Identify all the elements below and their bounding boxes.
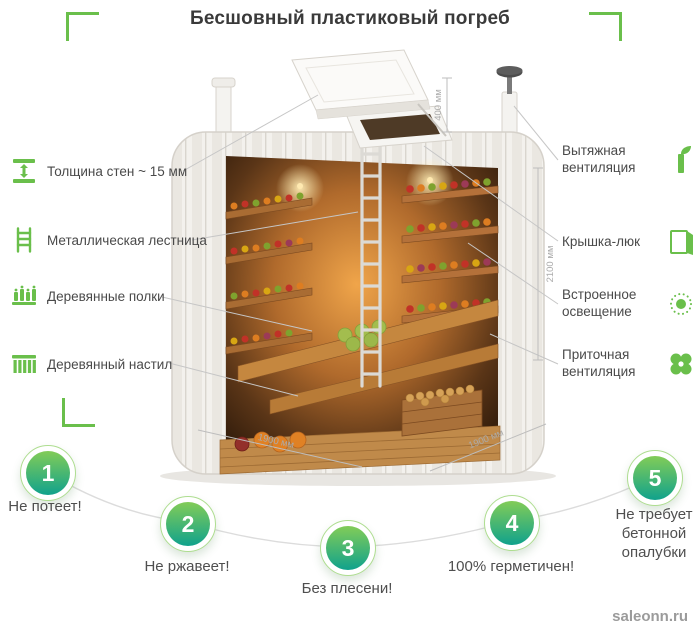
benefit-circle-4: 4	[484, 495, 540, 551]
supply-pipe	[496, 66, 523, 143]
wall-thickness-icon	[10, 158, 38, 184]
corner-bracket-top-left	[66, 12, 99, 41]
cellar-illustration-svg	[160, 49, 556, 486]
interior-lamp	[297, 183, 303, 189]
feature-label: Деревянные полки	[47, 288, 165, 304]
feature-built-in-lighting: Встроенное освещение	[562, 287, 695, 321]
cellar-lid	[291, 49, 447, 137]
feature-supply-ventilation: Приточная вентиляция	[562, 347, 695, 381]
interior-lamp	[427, 177, 433, 183]
supply-ventilation-icon	[667, 350, 695, 378]
benefit-number: 2	[166, 502, 210, 546]
feature-label: Деревянный настил	[47, 356, 173, 372]
benefit-label-2: Не ржавеет!	[144, 558, 230, 575]
benefit-label-1: Не потеет!	[8, 498, 82, 515]
feature-metal-ladder: Металлическая лестница	[10, 227, 207, 253]
watermark: saleonn.ru	[612, 608, 688, 625]
feature-wall-thickness: Толщина стен ~ 15 мм	[10, 158, 187, 184]
built-in-light-icon	[667, 290, 695, 318]
hatch-lid-icon	[667, 228, 695, 256]
benefit-label-4: 100% герметичен!	[447, 558, 575, 575]
benefit-circle-1: 1	[20, 445, 76, 501]
wooden-shelves-icon	[10, 283, 38, 309]
feature-label: Приточная вентиляция	[562, 347, 636, 379]
feature-hatch-lid: Крышка-люк	[562, 228, 695, 256]
feature-label: Металлическая лестница	[47, 232, 207, 248]
benefit-circle-3: 3	[320, 520, 376, 576]
feature-wooden-shelves: Деревянные полки	[10, 283, 165, 309]
cellar-cutaway-illustration	[150, 48, 570, 488]
feature-wooden-decking: Деревянный настил	[10, 351, 172, 377]
ladder-icon	[10, 227, 38, 253]
benefit-circle-2: 2	[160, 496, 216, 552]
benefit-label-5: Не требует бетонной опалубки	[615, 506, 693, 561]
feature-label: Крышка-люк	[562, 233, 641, 249]
corner-bracket-top-right	[589, 12, 622, 41]
benefit-number: 4	[490, 501, 534, 545]
wooden-decking-icon	[10, 351, 38, 377]
metal-ladder	[360, 138, 382, 388]
feature-label: Встроенное освещение	[562, 287, 637, 319]
benefit-label-3: Без плесени!	[301, 580, 393, 597]
benefit-number: 3	[326, 526, 370, 570]
benefit-circle-5: 5	[627, 450, 683, 506]
benefit-number: 1	[26, 451, 70, 495]
feature-exhaust-ventilation: Вытяжная вентиляция	[562, 143, 695, 177]
exhaust-ventilation-icon	[667, 145, 695, 175]
corner-bracket-bottom-left	[62, 398, 95, 427]
sack	[234, 436, 250, 452]
feature-label: Вытяжная вентиляция	[562, 143, 636, 175]
page-title: Бесшовный пластиковый погреб	[190, 8, 510, 29]
feature-label: Толщина стен ~ 15 мм	[47, 163, 188, 179]
benefit-number: 5	[633, 456, 677, 500]
left-shelves	[225, 197, 313, 355]
produce-on-left-shelves	[230, 192, 304, 345]
